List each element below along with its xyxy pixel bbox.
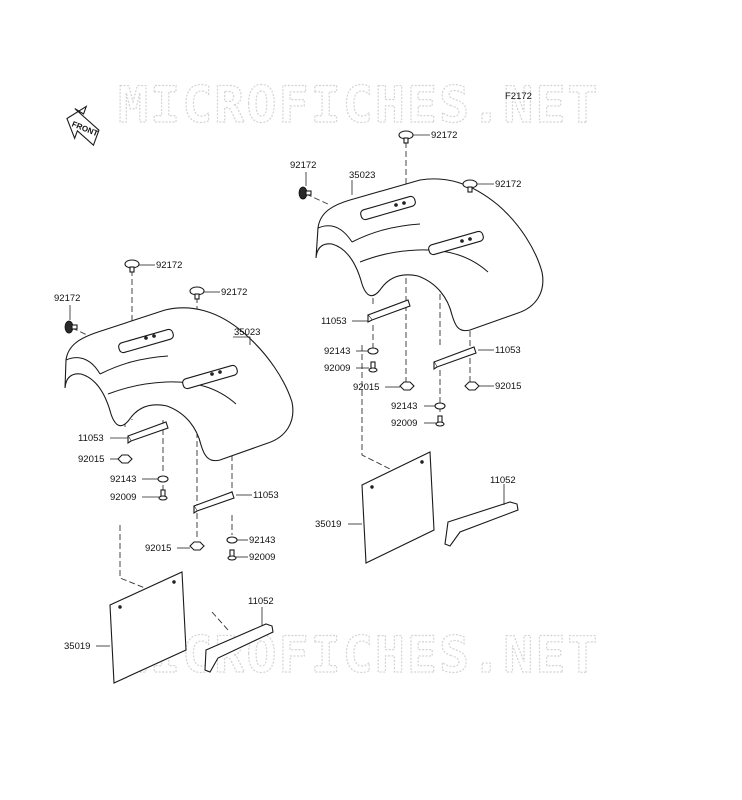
- washer-92143-upper: [367, 347, 379, 355]
- label-11053-a: 11053: [321, 316, 347, 327]
- label-l-92009-a: 92009: [110, 492, 136, 503]
- label-l-11052: 11052: [248, 596, 274, 607]
- label-92015-a: 92015: [353, 382, 379, 393]
- washer-92143-lower-left: [226, 536, 238, 544]
- label-92015-b: 92015: [495, 381, 521, 392]
- bracket-11053-upper-left: [127, 421, 169, 442]
- label-l-11053-b: 11053: [253, 490, 279, 501]
- bolt-92172-left-side: [298, 186, 312, 200]
- bolt-92172-a: [124, 259, 140, 273]
- bolt-92172-left-side: [64, 320, 78, 334]
- label-l-92143-a: 92143: [110, 474, 136, 485]
- label-35023: 35023: [349, 170, 375, 181]
- flap-bracket-11052-left: [204, 623, 274, 673]
- label-92172-top: 92172: [431, 130, 457, 141]
- label-l-92015-a: 92015: [78, 454, 104, 465]
- nut-92015-lower-left: [189, 541, 205, 551]
- label-92143-b: 92143: [391, 401, 417, 412]
- nut-92015-lower: [464, 381, 480, 391]
- screw-92009-upper: [368, 361, 378, 373]
- nut-92015-upper-left: [117, 454, 133, 464]
- label-92009-b: 92009: [391, 418, 417, 429]
- mud-flap-35019-right: [361, 451, 435, 564]
- rear-fender-left: [64, 307, 294, 462]
- label-l-92015-b: 92015: [145, 543, 171, 554]
- nut-92015-upper: [399, 381, 415, 391]
- rear-fender-right: [315, 178, 544, 332]
- label-92172-left: 92172: [290, 160, 316, 171]
- watermark-bottom: MICROFICHES.NET: [118, 626, 600, 684]
- flap-bracket-11052-right: [444, 501, 519, 547]
- bracket-11053-lower-left: [193, 491, 235, 512]
- label-l-35023: 35023: [234, 327, 260, 338]
- bracket-11053-upper: [367, 299, 411, 321]
- label-92009-a: 92009: [324, 363, 350, 374]
- label-92172-right: 92172: [495, 179, 521, 190]
- watermark-top: MICROFICHES.NET: [118, 76, 600, 134]
- screw-92009-upper-left: [158, 489, 168, 501]
- washer-92143-upper-left: [157, 475, 169, 483]
- bolt-92172-b: [189, 286, 205, 300]
- label-35019: 35019: [315, 519, 341, 530]
- label-92143-a: 92143: [324, 346, 350, 357]
- screw-92009-lower: [435, 415, 445, 427]
- washer-92143-lower: [434, 402, 446, 410]
- label-11052: 11052: [490, 475, 516, 486]
- label-11053-b: 11053: [495, 345, 521, 356]
- figure-code: F2172: [505, 91, 532, 102]
- label-l-92172-b: 92172: [221, 287, 247, 298]
- label-l-92172-left: 92172: [54, 293, 80, 304]
- right-assembly: 92172 92172 35023 92172 11053 92143 9200…: [290, 130, 544, 564]
- bolt-92172-top: [398, 130, 414, 144]
- label-l-92143-b: 92143: [249, 535, 275, 546]
- front-arrow-icon: FRONT: [66, 105, 100, 147]
- screw-92009-lower-left: [227, 549, 237, 561]
- label-l-92172-a: 92172: [156, 260, 182, 271]
- left-assembly: 92172 92172 92172 35023 11053 92015 9214…: [54, 259, 294, 684]
- label-l-11053-a: 11053: [78, 433, 104, 444]
- label-l-35019: 35019: [64, 641, 90, 652]
- label-l-92009-b: 92009: [249, 552, 275, 563]
- mud-flap-35019-left: [109, 571, 187, 684]
